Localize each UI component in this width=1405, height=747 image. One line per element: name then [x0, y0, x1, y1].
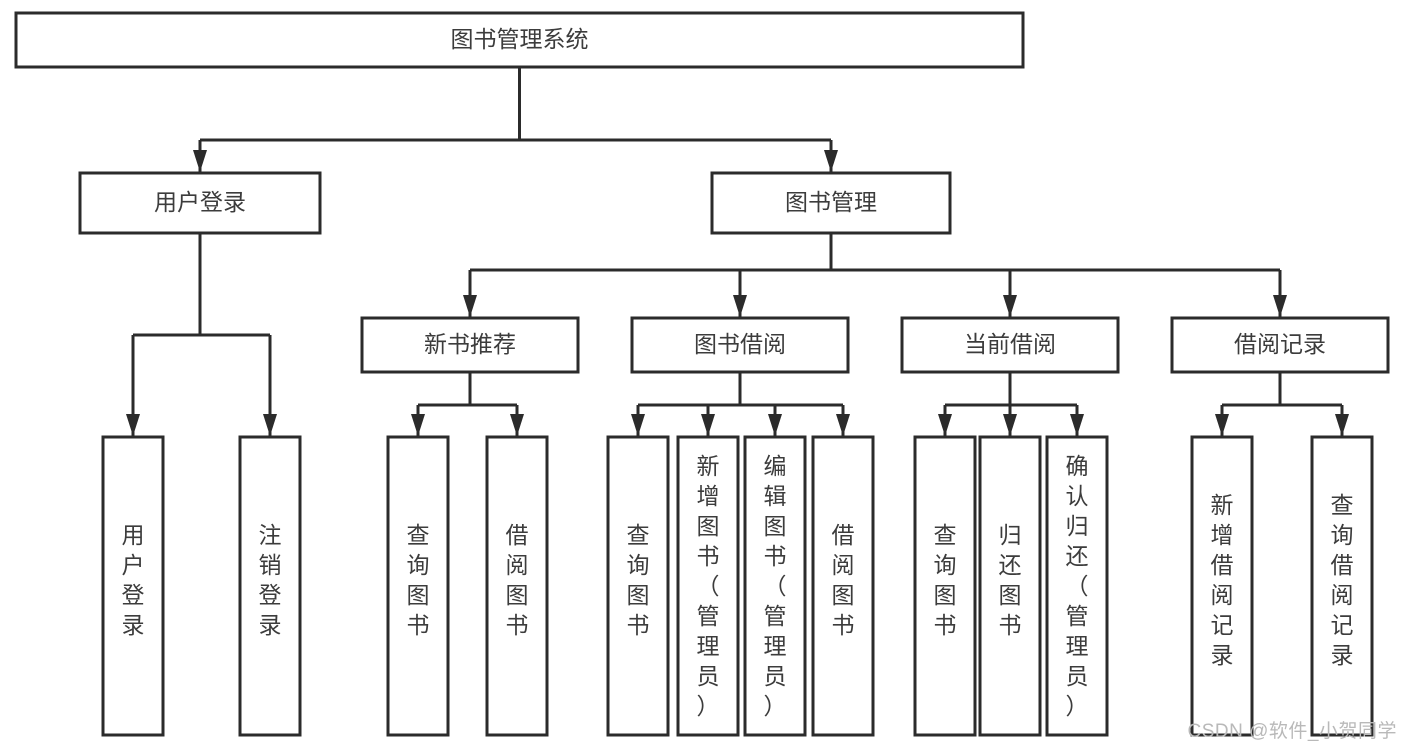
connector-arrowhead-icon — [1273, 295, 1287, 317]
node-leaf-新增借阅记录-label: 新增借阅记录 — [1211, 492, 1234, 668]
connector-arrowhead-icon — [126, 414, 140, 436]
connector-layer — [126, 67, 1349, 436]
node-l3-借阅记录-box[interactable] — [1170, 316, 1390, 374]
node-leaf-注销登录-label: 注销登录 — [259, 522, 282, 638]
connector-arrowhead-icon — [1070, 414, 1084, 436]
node-leaf-注销登录-box[interactable] — [238, 435, 302, 737]
connector-arrowhead-icon — [1335, 414, 1349, 436]
node-l3-当前借阅[interactable]: 当前借阅 — [900, 316, 1120, 374]
node-root-图书管理系统-label: 图书管理系统 — [451, 26, 589, 52]
node-leaf-确认归还管理员-label: 确认归还（管理员） — [1066, 453, 1089, 719]
node-leaf-查询图书-label: 查询图书 — [627, 522, 650, 638]
node-leaf-借阅图书-box[interactable] — [811, 435, 875, 737]
node-leaf-查询图书-box[interactable] — [386, 435, 450, 737]
node-leaf-用户登录-box[interactable] — [101, 435, 165, 737]
node-l2-用户登录-label: 用户登录 — [154, 189, 246, 215]
node-root-图书管理系统[interactable]: 图书管理系统 — [14, 11, 1025, 69]
node-l3-新书推荐-box[interactable] — [360, 316, 580, 374]
node-leaf-查询图书[interactable]: 查询图书 — [606, 435, 670, 737]
node-leaf-确认归还管理员[interactable]: 确认归还（管理员） — [1045, 435, 1109, 737]
node-leaf-查询图书-label: 查询图书 — [934, 522, 957, 638]
node-leaf-查询图书-box[interactable] — [913, 435, 977, 737]
node-leaf-新增借阅记录-box[interactable] — [1190, 435, 1254, 737]
connector-arrowhead-icon — [701, 414, 715, 436]
node-l3-当前借阅-label: 当前借阅 — [964, 331, 1056, 357]
node-leaf-查询图书[interactable]: 查询图书 — [913, 435, 977, 737]
connector-arrowhead-icon — [768, 414, 782, 436]
node-l2-图书管理-box[interactable] — [710, 171, 952, 235]
connector-arrowhead-icon — [733, 295, 747, 317]
node-leaf-查询借阅记录-label: 查询借阅记录 — [1331, 492, 1354, 668]
node-leaf-确认归还管理员-box[interactable] — [1045, 435, 1109, 737]
node-l3-新书推荐-label: 新书推荐 — [424, 331, 516, 357]
node-leaf-用户登录[interactable]: 用户登录 — [101, 435, 165, 737]
connector-arrowhead-icon — [510, 414, 524, 436]
node-leaf-查询图书[interactable]: 查询图书 — [386, 435, 450, 737]
node-leaf-查询借阅记录[interactable]: 查询借阅记录 — [1310, 435, 1374, 737]
connector-arrowhead-icon — [1003, 295, 1017, 317]
node-l2-用户登录-box[interactable] — [78, 171, 322, 235]
node-l3-新书推荐[interactable]: 新书推荐 — [360, 316, 580, 374]
watermark-text: CSDN @软件_小贺同学 — [1187, 721, 1397, 742]
node-leaf-新增图书管理员-label: 新增图书（管理员） — [697, 453, 720, 719]
connector-arrowhead-icon — [1215, 414, 1229, 436]
node-leaf-注销登录[interactable]: 注销登录 — [238, 435, 302, 737]
node-leaf-查询借阅记录-box[interactable] — [1310, 435, 1374, 737]
connector-arrowhead-icon — [411, 414, 425, 436]
node-l3-图书借阅-box[interactable] — [630, 316, 850, 374]
node-leaf-借阅图书-box[interactable] — [485, 435, 549, 737]
connector-arrowhead-icon — [463, 295, 477, 317]
node-leaf-借阅图书-label: 借阅图书 — [832, 522, 855, 638]
node-layer: 图书管理系统用户登录用户登录注销登录图书管理新书推荐查询图书借阅图书图书借阅查询… — [14, 11, 1390, 737]
node-leaf-编辑图书管理员[interactable]: 编辑图书（管理员） — [743, 435, 807, 737]
node-leaf-用户登录-label: 用户登录 — [122, 522, 145, 638]
node-l3-借阅记录-label: 借阅记录 — [1234, 331, 1326, 357]
connector-arrowhead-icon — [836, 414, 850, 436]
node-leaf-新增图书管理员-box[interactable] — [676, 435, 740, 737]
node-l3-图书借阅[interactable]: 图书借阅 — [630, 316, 850, 374]
node-l3-当前借阅-box[interactable] — [900, 316, 1120, 374]
node-leaf-编辑图书管理员-box[interactable] — [743, 435, 807, 737]
node-leaf-借阅图书[interactable]: 借阅图书 — [811, 435, 875, 737]
connector-arrowhead-icon — [938, 414, 952, 436]
node-leaf-借阅图书[interactable]: 借阅图书 — [485, 435, 549, 737]
connector-arrowhead-icon — [824, 150, 838, 172]
node-l2-图书管理[interactable]: 图书管理 — [710, 171, 952, 235]
node-leaf-编辑图书管理员-label: 编辑图书（管理员） — [764, 453, 787, 719]
node-leaf-查询图书-label: 查询图书 — [407, 522, 430, 638]
node-l2-用户登录[interactable]: 用户登录 — [78, 171, 322, 235]
node-leaf-新增图书管理员[interactable]: 新增图书（管理员） — [676, 435, 740, 737]
node-l2-图书管理-label: 图书管理 — [785, 189, 877, 215]
node-leaf-归还图书-label: 归还图书 — [999, 522, 1022, 638]
node-root-图书管理系统-box[interactable] — [14, 11, 1025, 69]
connector-arrowhead-icon — [193, 150, 207, 172]
node-leaf-新增借阅记录[interactable]: 新增借阅记录 — [1190, 435, 1254, 737]
node-leaf-归还图书[interactable]: 归还图书 — [978, 435, 1042, 737]
node-leaf-查询图书-box[interactable] — [606, 435, 670, 737]
node-l3-借阅记录[interactable]: 借阅记录 — [1170, 316, 1390, 374]
connector-arrowhead-icon — [1003, 414, 1017, 436]
connector-arrowhead-icon — [631, 414, 645, 436]
connector-arrowhead-icon — [263, 414, 277, 436]
node-l3-图书借阅-label: 图书借阅 — [694, 331, 786, 357]
node-leaf-借阅图书-label: 借阅图书 — [506, 522, 529, 638]
node-leaf-归还图书-box[interactable] — [978, 435, 1042, 737]
